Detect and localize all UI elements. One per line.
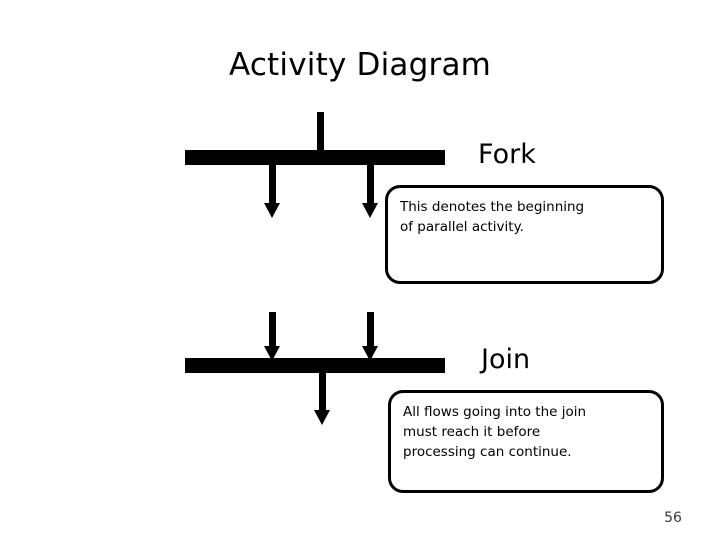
join-incoming-flow-arrow-1-icon xyxy=(264,312,280,361)
fork-note-callout: This denotes the beginning of parallel a… xyxy=(385,185,664,284)
fork-synchronization-bar[interactable] xyxy=(185,150,445,165)
arrow-stem xyxy=(367,165,374,205)
arrow-stem xyxy=(367,312,374,348)
arrow-head xyxy=(264,203,280,218)
arrow-head xyxy=(362,346,378,361)
page-number: 56 xyxy=(664,510,682,526)
arrow-stem xyxy=(319,372,326,412)
join-outgoing-flow-arrow-icon xyxy=(314,372,330,426)
join-note-line-1: All flows going into the join xyxy=(403,404,587,420)
arrow-stem xyxy=(317,112,324,152)
join-synchronization-bar[interactable] xyxy=(185,358,445,373)
fork-outgoing-flow-arrow-1-icon xyxy=(264,165,280,219)
join-incoming-flow-arrow-2-icon xyxy=(362,312,378,361)
join-note-callout: All flows going into the join must reach… xyxy=(388,390,664,493)
join-note-line-3: processing can continue. xyxy=(403,444,572,460)
fork-label: Fork xyxy=(478,139,536,170)
arrow-stem xyxy=(269,165,276,205)
fork-note-line-2: of parallel activity. xyxy=(400,219,524,235)
page-title: Activity Diagram xyxy=(228,47,492,83)
arrow-stem xyxy=(269,312,276,348)
join-label: Join xyxy=(481,344,531,375)
join-note-line-2: must reach it before xyxy=(403,424,541,440)
fork-outgoing-flow-arrow-2-icon xyxy=(362,165,378,219)
arrow-head xyxy=(264,346,280,361)
arrow-head xyxy=(362,203,378,218)
fork-note-line-1: This denotes the beginning xyxy=(400,199,585,215)
arrow-head xyxy=(314,410,330,425)
